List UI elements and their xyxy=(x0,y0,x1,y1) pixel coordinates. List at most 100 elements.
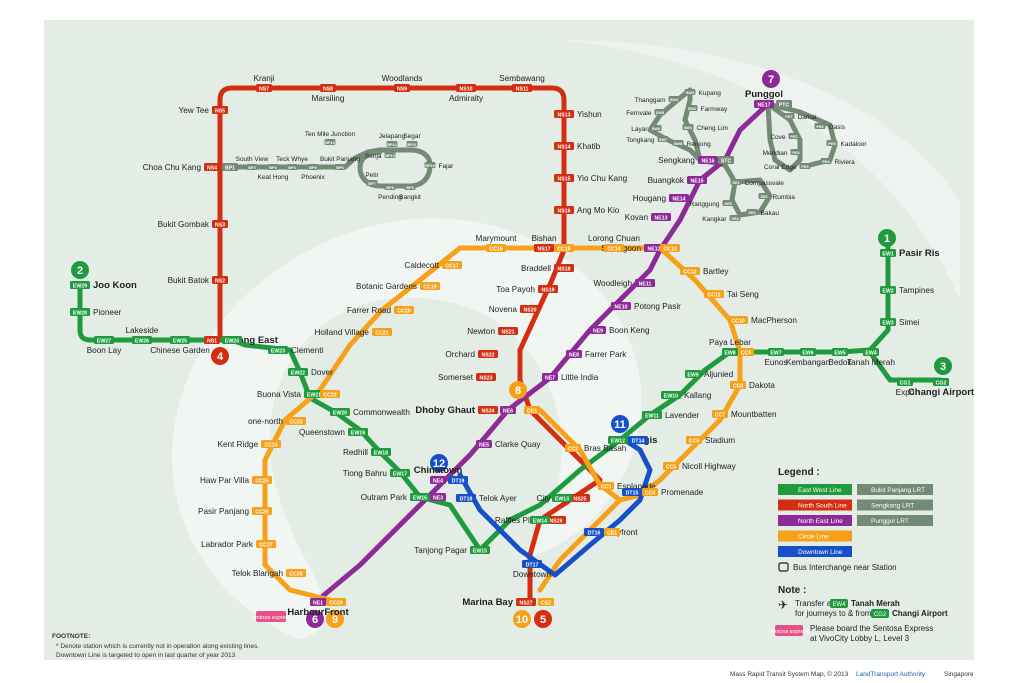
station-bp4[interactable]: BP4Teck Whye xyxy=(276,156,308,170)
station-ew22[interactable]: EW22Dover xyxy=(288,368,333,377)
station-ne10[interactable]: NE10Potong Pasir xyxy=(611,302,681,311)
station-cc17[interactable]: CC17Caldecott xyxy=(404,261,462,270)
station-dt17[interactable]: DT17Downtown xyxy=(513,560,552,579)
station-ew5[interactable]: EW5Bedok xyxy=(828,348,853,367)
station-sw6[interactable]: SW6Layar xyxy=(631,125,662,133)
station-bp14[interactable]: BP14Ten Mile Junction xyxy=(305,131,356,145)
station-dt18[interactable]: DT18Telok Ayer xyxy=(456,494,517,503)
station-ns24[interactable]: NS24Dhoby Ghaut xyxy=(415,405,498,416)
station-ns23[interactable]: NS23Somerset xyxy=(438,373,496,382)
station-ew21[interactable]: EW21Buona Vista xyxy=(257,390,324,399)
station-ns13[interactable]: NS13Yishun xyxy=(554,110,602,119)
station-cc8[interactable]: CC8Dakota xyxy=(730,381,775,390)
station-pe7[interactable]: PE7Damai xyxy=(783,113,817,121)
station-ns3[interactable]: NS3Bukit Gombak xyxy=(158,220,228,229)
station-cc7[interactable]: CC7Mountbatten xyxy=(712,410,777,419)
station-ne8[interactable]: NE8Farrer Park xyxy=(566,350,627,359)
station-ns4[interactable]: NS4Choa Chu Kang xyxy=(143,163,220,172)
station-ew18[interactable]: EW18Redhill xyxy=(343,448,391,457)
station-bp5[interactable]: BP5Phoenix xyxy=(301,164,325,181)
station-ns15[interactable]: NS15Yio Chu Kang xyxy=(554,174,628,183)
station-ne11[interactable]: NE11Woodleigh xyxy=(593,279,655,288)
station-bp3[interactable]: BP3Keat Hong xyxy=(258,164,289,181)
station-ne15[interactable]: NE15Buangkok xyxy=(648,176,707,185)
station-ns19[interactable]: NS19Toa Payoh xyxy=(496,285,558,294)
station-ew27[interactable]: EW27Boon Lay xyxy=(87,336,123,355)
station-cc5[interactable]: CC5Nicoll Highway xyxy=(663,462,737,471)
station-ne17[interactable]: NE17Punggol xyxy=(745,89,783,108)
station-ns7[interactable]: NS7Kranji xyxy=(254,74,275,92)
station-ew17[interactable]: EW17Tiong Bahru xyxy=(343,469,410,478)
station-ew16[interactable]: EW16Outram Park xyxy=(361,493,430,502)
station-ew3[interactable]: EW3Simei xyxy=(880,318,920,327)
station-bp9[interactable]: BP9Bangkit xyxy=(399,184,421,201)
station-ew9[interactable]: EW9Aljunied xyxy=(685,370,734,379)
station-cc10[interactable]: CC10MacPherson xyxy=(728,316,797,325)
station-ew7[interactable]: EW7Eunos xyxy=(764,348,788,367)
station-pe5[interactable]: PE5Kadaloor xyxy=(826,140,868,148)
station-ne4[interactable]: NE4Chinatown xyxy=(414,465,463,484)
station-se1[interactable]: SE1Compassvale xyxy=(730,179,785,187)
station-ne5[interactable]: NE5Clarke Quay xyxy=(476,440,541,449)
station-se2[interactable]: SE2Rumbia xyxy=(758,193,796,201)
station-ew2[interactable]: EW2Tampines xyxy=(880,286,934,295)
station-ns14[interactable]: NS14Khatib xyxy=(554,142,601,151)
station-cc12[interactable]: CC12Bartley xyxy=(680,267,729,276)
station-se5[interactable]: SE5Ranggung xyxy=(690,200,734,208)
station-pe3[interactable]: PE3Coral Edge xyxy=(764,163,811,171)
station-cc4[interactable]: CC4Promenade xyxy=(642,488,704,497)
station-ns18[interactable]: NS18Braddell xyxy=(521,264,574,273)
station-cc27[interactable]: CC27Labrador Park xyxy=(201,540,276,549)
station-cc28[interactable]: CC28Telok Blangah xyxy=(232,569,306,578)
station-cc20[interactable]: CC20Farrer Road xyxy=(347,306,414,315)
station-ew23[interactable]: EW23Clementi xyxy=(268,346,323,355)
station-pe6[interactable]: PE6Oasis xyxy=(814,123,846,131)
station-cc3[interactable]: CC3Esplanade xyxy=(598,482,656,491)
station-ew19[interactable]: EW19Queenstown xyxy=(299,428,368,437)
station-ns10[interactable]: NS10Admiralty xyxy=(449,84,484,103)
station-ew15[interactable]: EW15Tanjong Pagar xyxy=(414,546,490,555)
station-ns8[interactable]: NS8Marsiling xyxy=(312,84,345,103)
station-cc19[interactable]: CC19Botanic Gardens xyxy=(356,282,440,291)
station-ns26[interactable]: NS26Raffles Place xyxy=(495,516,566,525)
station-ns2[interactable]: NS2Bukit Batok xyxy=(168,276,228,285)
station-cc25[interactable]: CC25Haw Par Villa xyxy=(200,476,272,485)
station-ns21[interactable]: NS21Newton xyxy=(467,327,518,336)
station-ew11[interactable]: EW11Lavender xyxy=(642,411,699,420)
station-cc11[interactable]: CC11Tai Seng xyxy=(704,290,759,299)
station-cc16[interactable]: CC16Marymount xyxy=(476,234,518,252)
station-se4[interactable]: SE4Kangkar xyxy=(702,215,741,223)
station-bp7[interactable]: BP7Petir xyxy=(365,172,380,186)
station-ns16[interactable]: NS16Ang Mo Kio xyxy=(554,206,620,215)
station-cc24[interactable]: CC24Kent Ridge xyxy=(217,440,281,449)
station-pe1[interactable]: PE1Cove xyxy=(770,133,800,141)
station-ew26[interactable]: EW26Lakeside xyxy=(126,326,159,344)
station-cc2[interactable]: CC2Bras Basah xyxy=(565,444,627,453)
station-cg2[interactable]: CG2Changi Airport xyxy=(908,378,975,398)
station-ew4[interactable]: EW4Tanah Merah xyxy=(847,348,895,367)
station-se3[interactable]: SE3Bakau xyxy=(746,209,780,217)
station-ne9[interactable]: NE9Boon Keng xyxy=(590,326,650,335)
station-sw8[interactable]: SW8Renjong xyxy=(672,140,712,148)
station-ns27[interactable]: NS27Marina Bay xyxy=(462,597,536,608)
station-ns5[interactable]: NS5Yew Tee xyxy=(178,106,228,115)
station-bp10[interactable]: BP10Fajar xyxy=(424,162,455,170)
station-ew25[interactable]: EW25Chinese Garden xyxy=(150,336,210,355)
station-sw4[interactable]: SW4Thanggam xyxy=(634,96,680,104)
station-ew28[interactable]: EW28Pioneer xyxy=(70,308,121,317)
station-ew20[interactable]: EW20Commonwealth xyxy=(330,408,410,417)
station-ew10[interactable]: EW10Kallang xyxy=(661,391,712,400)
station-dt16[interactable]: DT16Bayfront xyxy=(584,528,638,537)
station-sw3[interactable]: SW3Kupang xyxy=(684,89,722,97)
station-ne7[interactable]: NE7Little India xyxy=(542,373,599,382)
station-pe4[interactable]: PE4Riviera xyxy=(820,158,856,166)
station-ne14[interactable]: NE14Hougang xyxy=(633,194,689,203)
station-bp12[interactable]: BP12Jelapang xyxy=(379,133,406,147)
station-ew8[interactable]: EW8Paya Lebar xyxy=(709,338,751,356)
station-bp11[interactable]: BP11Segar xyxy=(403,133,422,147)
station-sw5[interactable]: SW5Fernvale xyxy=(626,109,666,117)
station-ns11[interactable]: NS11Sembawang xyxy=(499,74,545,92)
station-cc26[interactable]: CC26Pasir Panjang xyxy=(198,507,272,516)
station-bp13[interactable]: BP13Senja xyxy=(365,152,396,160)
station-cc6[interactable]: CC6Stadium xyxy=(686,436,735,445)
